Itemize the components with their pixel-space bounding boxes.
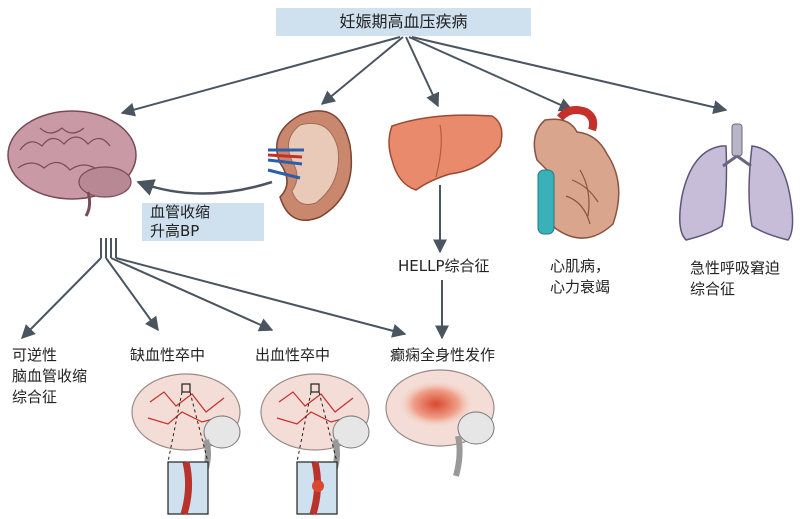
hellp-label: HELLP综合征 xyxy=(398,257,490,275)
arrow-to-hemorrhagic xyxy=(110,257,274,332)
arrow-to-heart xyxy=(408,36,574,112)
hemorrhagic-brain-illustration xyxy=(260,373,370,516)
page-title: 妊娠期高血压疾病 xyxy=(339,12,468,31)
arrow-to-ischemic xyxy=(105,257,159,332)
arrow-to-seizure xyxy=(115,257,407,338)
lung-outcome-label: 急性呼吸窘迫 综合征 xyxy=(690,259,781,298)
seizure-brain-illustration xyxy=(385,369,495,477)
title-box: 妊娠期高血压疾病 xyxy=(276,8,531,36)
kidney-effect-box: 血管收缩 升高BP xyxy=(142,203,264,241)
kidney-effect-line1: 血管收缩 xyxy=(150,203,211,221)
kidney-to-brain-arrow xyxy=(136,179,273,196)
title-arrows xyxy=(120,36,728,117)
ischemic-stroke-label: 缺血性卒中 xyxy=(130,346,206,364)
heart-outcome-label: 心肌病， 心力衰竭 xyxy=(550,257,611,296)
arrow-to-lung xyxy=(411,36,728,114)
heart-illustration xyxy=(533,106,620,239)
kidney-illustration xyxy=(267,110,353,221)
arrow-to-brain xyxy=(120,36,401,117)
brain-outcome-arrows xyxy=(21,238,407,339)
arrow-to-liver xyxy=(405,36,440,108)
lung-illustration xyxy=(679,123,794,241)
liver-illustration xyxy=(388,114,503,191)
arrow-to-rcvs xyxy=(21,257,102,339)
ischemic-brain-illustration xyxy=(131,373,241,516)
rcvs-label: 可逆性 脑血管收缩 综合征 xyxy=(12,346,88,406)
kidney-effect-line2: 升高BP xyxy=(150,222,200,240)
brain-illustration xyxy=(7,110,137,217)
arrow-to-kidney xyxy=(320,36,404,105)
hemorrhagic-stroke-label: 出血性卒中 xyxy=(255,346,331,364)
seizure-label: 癫痫全身性发作 xyxy=(390,346,496,364)
